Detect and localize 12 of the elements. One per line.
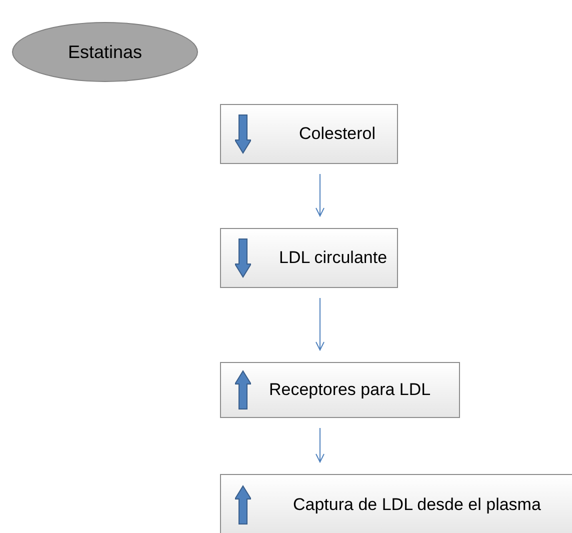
process-box xyxy=(220,104,398,164)
node-label: Estatinas xyxy=(68,40,142,64)
arrow xyxy=(316,298,324,350)
node-label: Colesterol xyxy=(299,123,376,146)
arrow xyxy=(316,174,324,216)
node-label: Receptores para LDL xyxy=(269,379,431,402)
process-box xyxy=(220,228,398,288)
process-box xyxy=(220,362,460,418)
process-box xyxy=(220,474,572,533)
node-label: Captura de LDL desde el plasma xyxy=(293,494,541,516)
node-label: LDL circulante xyxy=(279,247,388,270)
arrow xyxy=(316,428,324,462)
